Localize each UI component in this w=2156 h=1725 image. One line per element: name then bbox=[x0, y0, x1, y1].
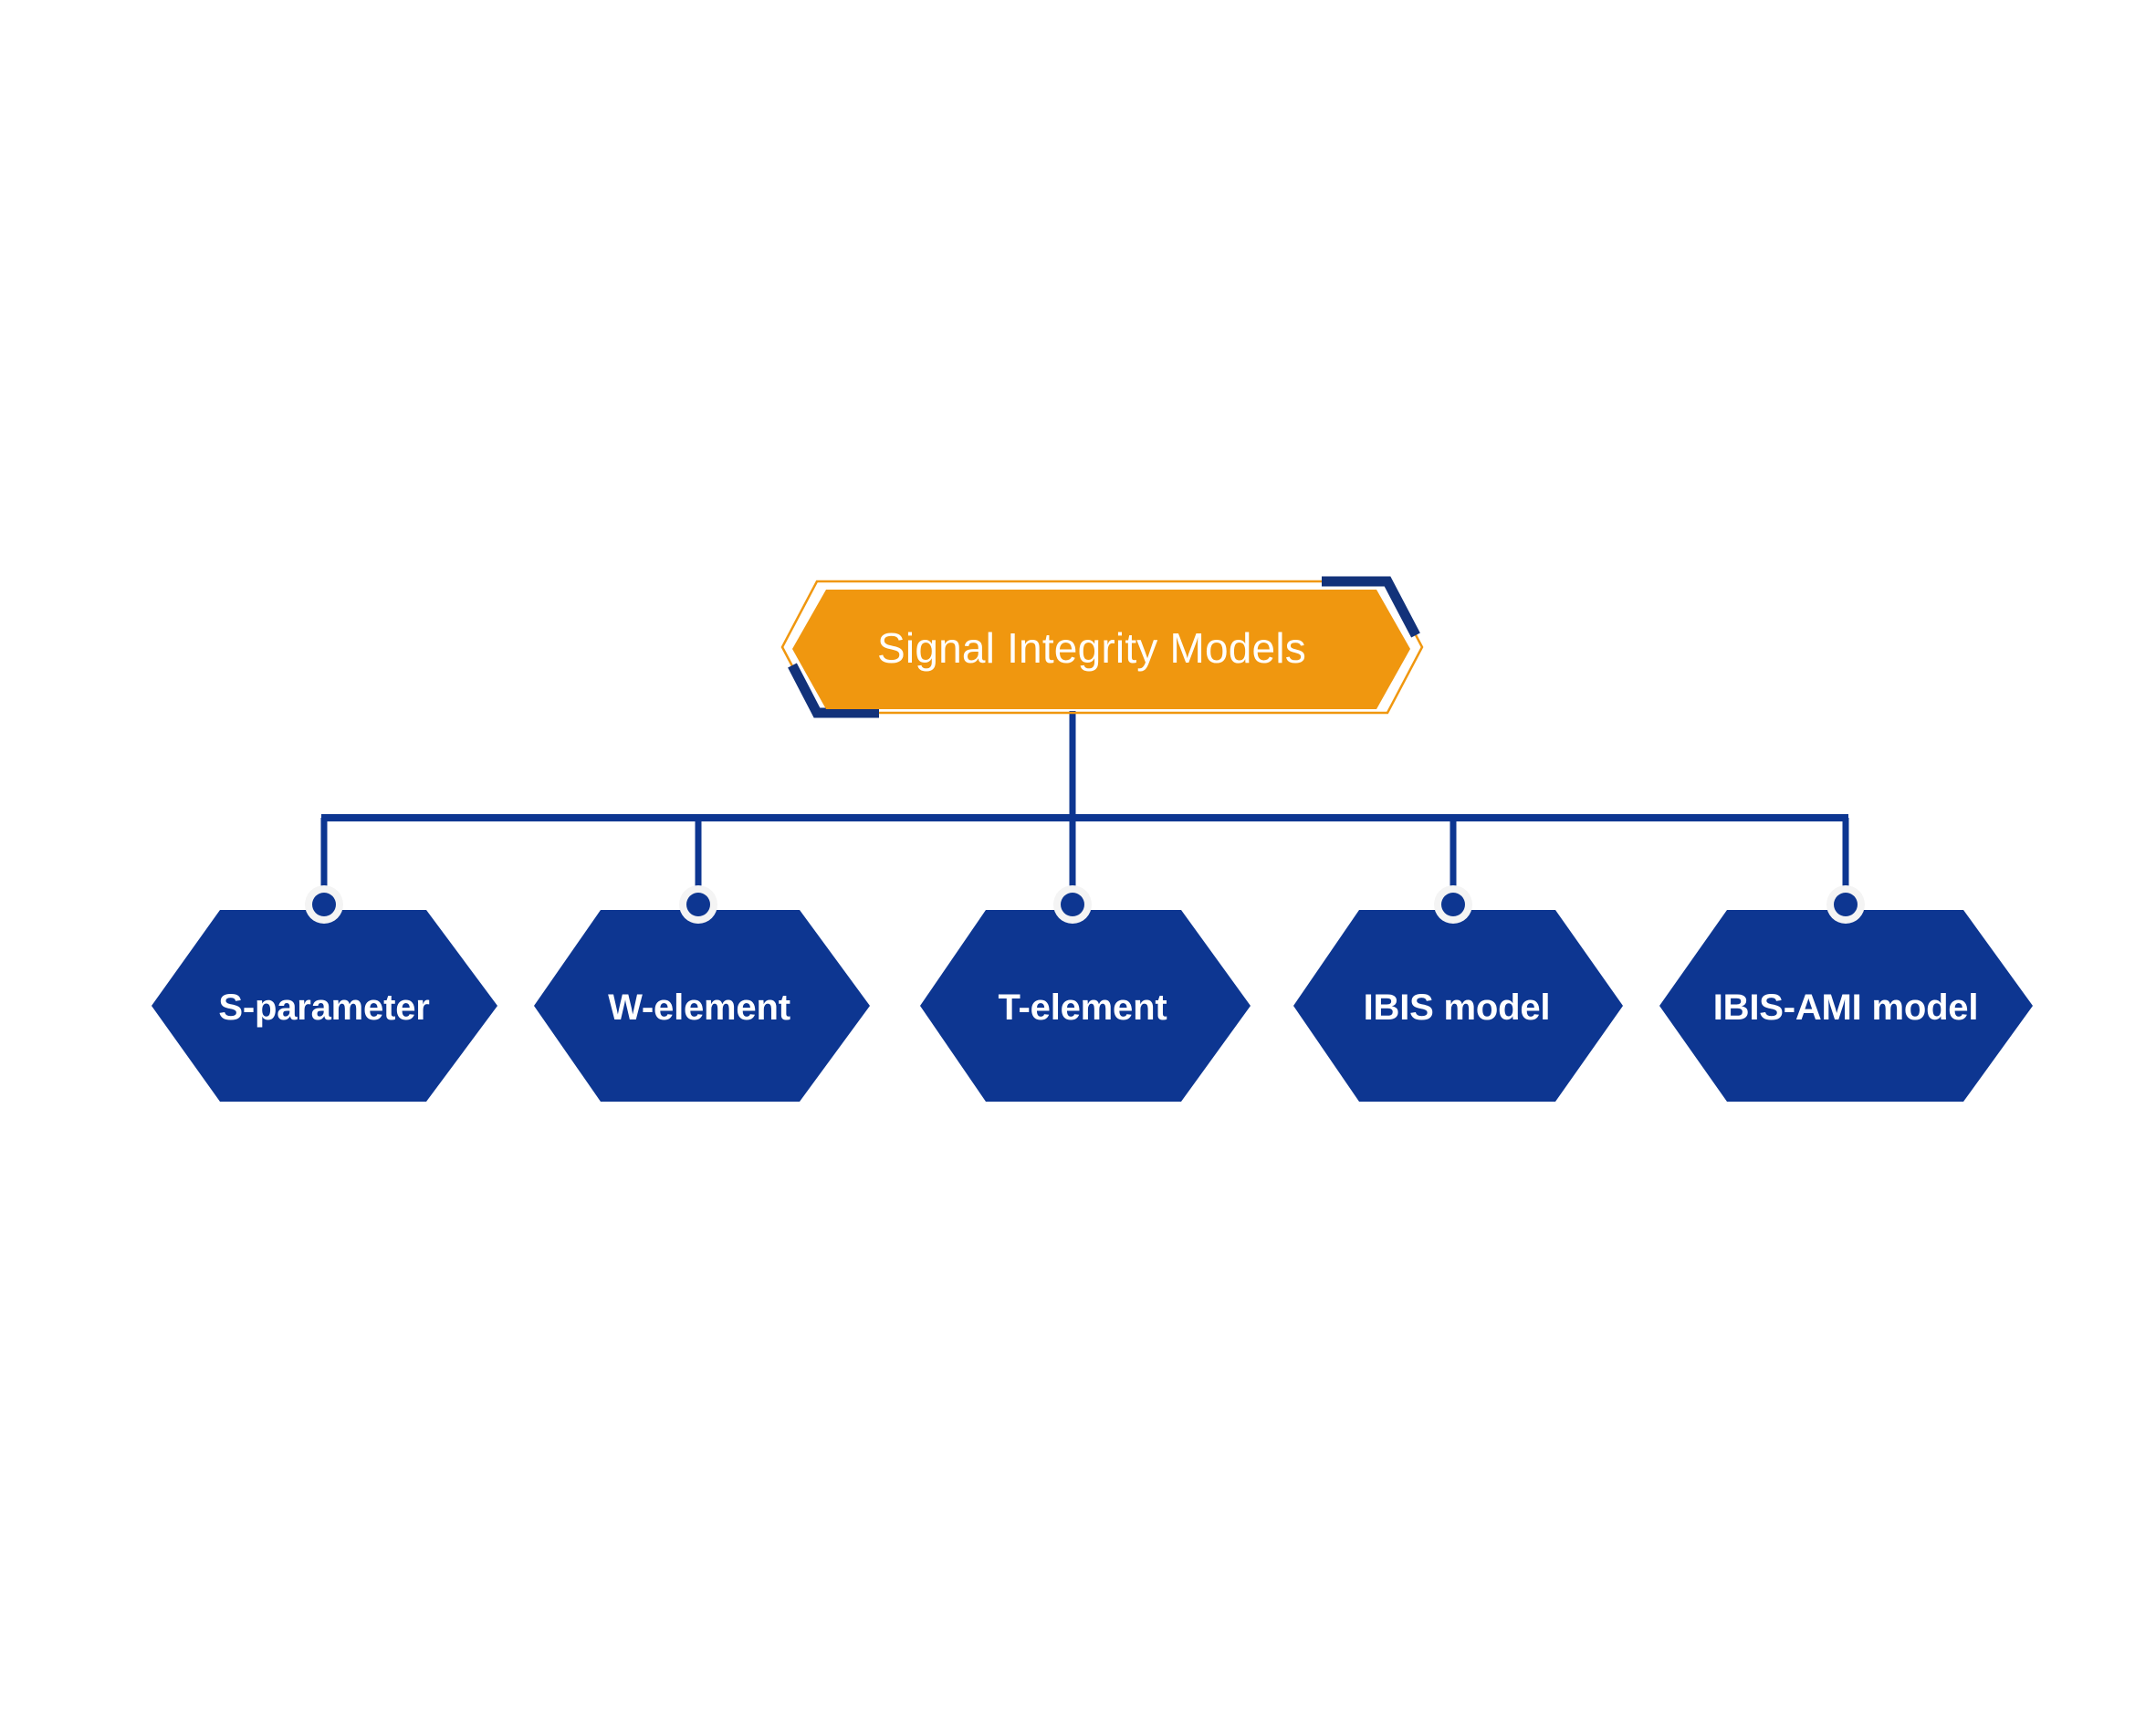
connector-dot-icon-core bbox=[686, 893, 710, 916]
node-hexagon[interactable] bbox=[1659, 910, 2033, 1102]
root-accent-top-right bbox=[1322, 576, 1420, 638]
root-node[interactable]: Signal Integrity Models bbox=[780, 576, 1424, 718]
child-node-ibis-ami-model[interactable]: IBIS-AMI model bbox=[1659, 885, 2033, 1102]
child-node-ibis-model[interactable]: IBIS model bbox=[1293, 885, 1623, 1102]
node-hexagon[interactable] bbox=[920, 910, 1251, 1102]
root-hexagon[interactable] bbox=[792, 590, 1410, 709]
connector-dot-icon-core bbox=[1061, 893, 1084, 916]
node-hexagon[interactable] bbox=[534, 910, 870, 1102]
root-accent-bottom-left bbox=[788, 663, 879, 718]
node-label: IBIS-AMI model bbox=[1713, 988, 1979, 1028]
node-label: S-parameter bbox=[218, 988, 429, 1028]
connector-dot-icon-core bbox=[312, 893, 336, 916]
child-node-t-element[interactable]: T-element bbox=[920, 885, 1251, 1102]
node-hexagon[interactable] bbox=[1293, 910, 1623, 1102]
child-node-w-element[interactable]: W-element bbox=[534, 885, 870, 1102]
node-label: IBIS model bbox=[1364, 988, 1551, 1028]
child-node-s-parameter[interactable]: S-parameter bbox=[152, 885, 497, 1102]
connector-dot-icon-core bbox=[1441, 893, 1465, 916]
node-hexagon[interactable] bbox=[152, 910, 497, 1102]
root-label: Signal Integrity Models bbox=[877, 624, 1306, 672]
connector-group bbox=[320, 711, 1849, 906]
node-label: W-element bbox=[608, 988, 790, 1028]
node-label: T-element bbox=[999, 988, 1167, 1028]
connector-dot-icon-core bbox=[1834, 893, 1858, 916]
